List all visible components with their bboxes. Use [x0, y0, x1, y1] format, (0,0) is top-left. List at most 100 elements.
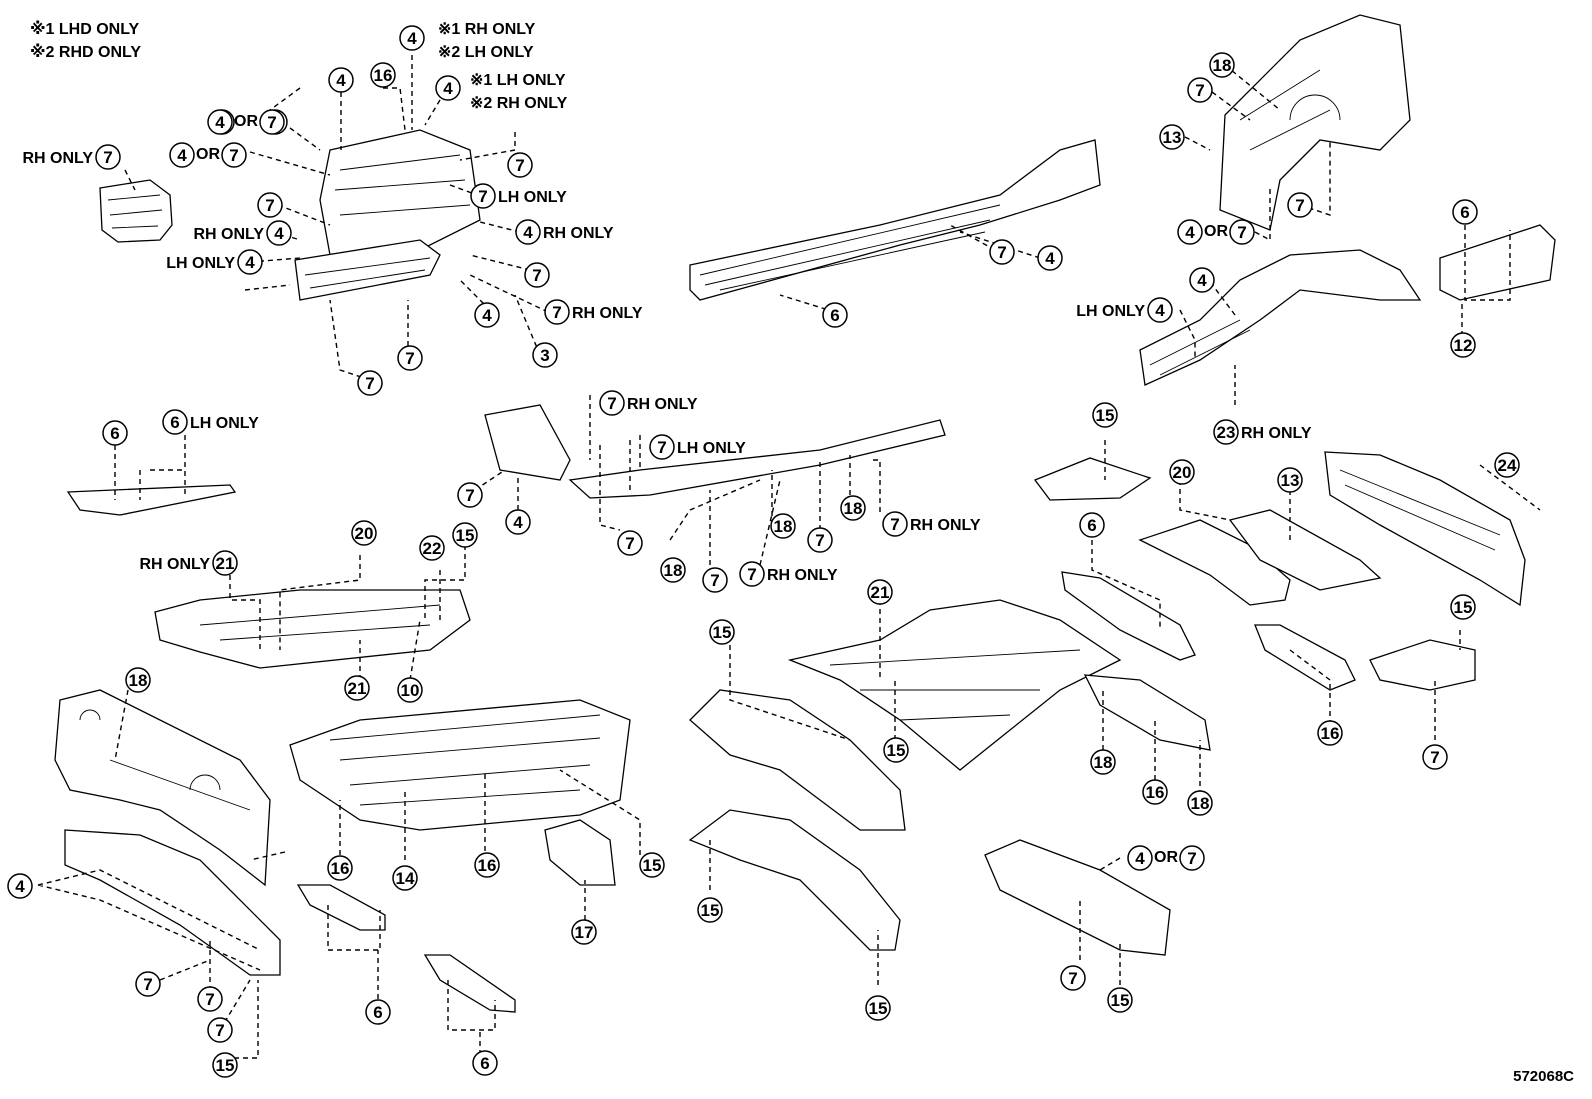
- callout-15[interactable]: 15: [1107, 987, 1133, 1013]
- callout-7[interactable]: 7: [649, 434, 675, 460]
- callout-15[interactable]: 15: [212, 1052, 238, 1078]
- callout-20[interactable]: 20: [351, 520, 377, 546]
- callout-4[interactable]: 4: [399, 25, 425, 51]
- callout-16[interactable]: 16: [1317, 720, 1343, 746]
- part-reinforcement-6b[interactable]: [423, 954, 516, 1013]
- prefixed-callout-7[interactable]: 7: [95, 144, 121, 170]
- part-reinforcement-6a[interactable]: [296, 884, 386, 931]
- callout-18[interactable]: 18: [1209, 52, 1235, 78]
- or-callout-7[interactable]: 7: [1229, 219, 1255, 245]
- callout-7[interactable]: 7: [197, 986, 223, 1012]
- callout-7[interactable]: 7: [397, 345, 423, 371]
- part-dash-lower[interactable]: [64, 829, 281, 976]
- part-rear-member-6[interactable]: [1061, 571, 1196, 661]
- part-rear-floor-pan-small[interactable]: [1033, 457, 1152, 501]
- part-rear-panel-15[interactable]: [1369, 639, 1476, 691]
- part-dash-panel[interactable]: [54, 689, 271, 887]
- callout-15[interactable]: 15: [1450, 594, 1476, 620]
- callout-7[interactable]: 7: [507, 152, 533, 178]
- callout-18[interactable]: 18: [1187, 790, 1213, 816]
- callout-7[interactable]: 7: [989, 239, 1015, 265]
- callout-7[interactable]: 7: [524, 262, 550, 288]
- part-rear-floor-crossmember[interactable]: [1138, 519, 1291, 606]
- callout-17[interactable]: 17: [571, 919, 597, 945]
- callout-7[interactable]: 7: [257, 192, 283, 218]
- callout-15[interactable]: 15: [697, 897, 723, 923]
- or-callout-7[interactable]: 7: [259, 109, 285, 135]
- callout-15[interactable]: 15: [452, 522, 478, 548]
- callout-15[interactable]: 15: [883, 737, 909, 763]
- part-quarter-inner-24[interactable]: [1324, 451, 1526, 607]
- callout-18[interactable]: 18: [1090, 749, 1116, 775]
- callout-4[interactable]: 4: [515, 219, 541, 245]
- callout-6[interactable]: 6: [472, 1050, 498, 1076]
- callout-4[interactable]: 4: [7, 873, 33, 899]
- callout-6[interactable]: 6: [1452, 199, 1478, 225]
- callout-18[interactable]: 18: [125, 667, 151, 693]
- part-front-apron-assembly[interactable]: [294, 129, 481, 301]
- callout-6[interactable]: 6: [162, 409, 188, 435]
- callout-7[interactable]: 7: [1287, 192, 1313, 218]
- callout-4[interactable]: 4: [435, 75, 461, 101]
- callout-3[interactable]: 3: [532, 342, 558, 368]
- callout-21[interactable]: 21: [344, 675, 370, 701]
- part-rocker-inner-lower[interactable]: [66, 484, 237, 516]
- part-front-floor-pan[interactable]: [154, 589, 471, 669]
- part-cowl-side[interactable]: [544, 819, 616, 886]
- callout-7[interactable]: 7: [599, 390, 625, 416]
- callout-12[interactable]: 12: [1450, 332, 1476, 358]
- callout-6[interactable]: 6: [1079, 512, 1105, 538]
- callout-20[interactable]: 20: [1169, 459, 1195, 485]
- callout-7[interactable]: 7: [1060, 965, 1086, 991]
- part-front-side-member[interactable]: [1139, 249, 1422, 386]
- part-side-rail-upper[interactable]: [689, 139, 1101, 301]
- callout-7[interactable]: 7: [617, 530, 643, 556]
- callout-16[interactable]: 16: [1142, 779, 1168, 805]
- callout-7[interactable]: 7: [544, 299, 570, 325]
- callout-6[interactable]: 6: [822, 302, 848, 328]
- callout-16[interactable]: 16: [327, 855, 353, 881]
- part-quarter-outer-15[interactable]: [688, 809, 901, 951]
- callout-21[interactable]: 21: [867, 579, 893, 605]
- callout-4[interactable]: 4: [328, 67, 354, 93]
- or-callout-7[interactable]: 7: [1179, 845, 1205, 871]
- callout-10[interactable]: 10: [397, 677, 423, 703]
- callout-4[interactable]: 4: [505, 509, 531, 535]
- or-callout-4[interactable]: 4: [207, 109, 233, 135]
- part-rear-floor-side[interactable]: [984, 839, 1171, 956]
- callout-7[interactable]: 7: [1422, 744, 1448, 770]
- prefixed-callout-4[interactable]: 4: [237, 249, 263, 275]
- callout-18[interactable]: 18: [840, 495, 866, 521]
- part-rear-member-18[interactable]: [1083, 674, 1211, 751]
- callout-7[interactable]: 7: [457, 482, 483, 508]
- callout-4[interactable]: 4: [1037, 245, 1063, 271]
- part-spare-tire-pan[interactable]: [1228, 509, 1382, 591]
- part-wheelhouse-inner[interactable]: [1219, 14, 1411, 231]
- callout-15[interactable]: 15: [639, 852, 665, 878]
- part-sill-reinforcement-16[interactable]: [1254, 624, 1356, 691]
- callout-13[interactable]: 13: [1277, 467, 1303, 493]
- part-wheelhouse-outer-15[interactable]: [689, 689, 906, 831]
- callout-24[interactable]: 24: [1494, 452, 1520, 478]
- callout-14[interactable]: 14: [392, 865, 418, 891]
- part-rocker-outer[interactable]: [484, 404, 946, 499]
- callout-15[interactable]: 15: [865, 995, 891, 1021]
- callout-23[interactable]: 23: [1213, 419, 1239, 445]
- or-callout-7[interactable]: 7: [221, 142, 247, 168]
- callout-15[interactable]: 15: [709, 619, 735, 645]
- callout-16[interactable]: 16: [474, 852, 500, 878]
- callout-6[interactable]: 6: [102, 420, 128, 446]
- or-callout-4[interactable]: 4: [1177, 219, 1203, 245]
- prefixed-callout-4[interactable]: 4: [1147, 297, 1173, 323]
- callout-7[interactable]: 7: [739, 561, 765, 587]
- callout-18[interactable]: 18: [770, 513, 796, 539]
- callout-13[interactable]: 13: [1159, 124, 1185, 150]
- callout-7[interactable]: 7: [807, 527, 833, 553]
- callout-7[interactable]: 7: [135, 971, 161, 997]
- callout-7[interactable]: 7: [357, 370, 383, 396]
- callout-15[interactable]: 15: [1092, 402, 1118, 428]
- callout-4[interactable]: 4: [474, 302, 500, 328]
- callout-7[interactable]: 7: [470, 183, 496, 209]
- callout-7[interactable]: 7: [1187, 77, 1213, 103]
- prefixed-callout-21[interactable]: 21: [212, 550, 238, 576]
